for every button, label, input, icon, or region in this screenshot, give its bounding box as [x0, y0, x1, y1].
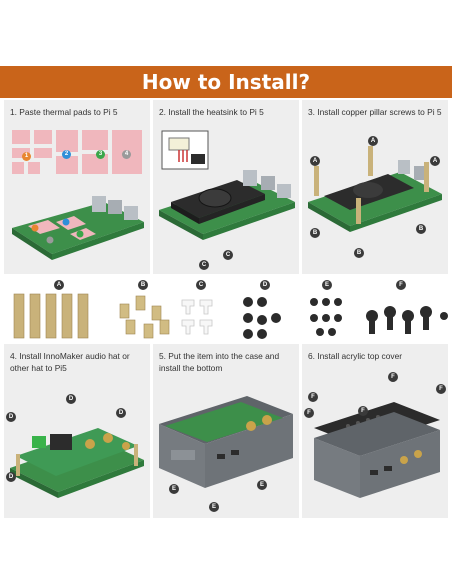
case-assembly-image: [159, 396, 293, 488]
callout-badge-d: D: [66, 394, 76, 404]
callout-badge-c: C: [223, 250, 233, 260]
pad-number-badge: 3: [96, 150, 105, 159]
callout-badge-a: A: [310, 156, 320, 166]
callout-badge-d: D: [116, 408, 126, 418]
step-6-panel: 6. Install acrylic top cover F F F F F: [302, 344, 448, 518]
callout-badge-e: E: [257, 480, 267, 490]
copper-pillars-on-board-image: [308, 146, 442, 232]
part-label-a: A: [54, 280, 64, 290]
acrylic-cover-image: [314, 402, 440, 498]
callout-badge-b: B: [416, 224, 426, 234]
pad-number-badge: 2: [62, 150, 71, 159]
thermal-pad: [12, 130, 30, 144]
step-1-label: 1. Paste thermal pads to Pi 5: [10, 107, 118, 117]
callout-badge-f: F: [358, 406, 368, 416]
thermal-pad: [56, 130, 78, 152]
part-label-e: E: [322, 280, 332, 290]
step-5-panel: 5. Put the item into the case and instal…: [153, 344, 299, 518]
step-1-panel: 1. Paste thermal pads to Pi 5 1 2 3 4: [4, 100, 150, 274]
thermal-pad: [12, 162, 24, 174]
page-title: How to Install?: [0, 66, 452, 98]
heatsink-on-board-image: [159, 170, 295, 240]
callout-badge-a: A: [368, 136, 378, 146]
step-2-panel: 2. Install the heatsink to Pi 5 C C: [153, 100, 299, 274]
fan-connector-inset-image: [161, 130, 209, 170]
callout-badge-f: F: [308, 392, 318, 402]
callout-badge-b: B: [354, 248, 364, 258]
part-label-b: B: [138, 280, 148, 290]
callout-badge-f: F: [388, 372, 398, 382]
thermal-pad: [34, 148, 52, 158]
part-label-f: F: [396, 280, 406, 290]
step-4-panel: 4. Install InnoMaker audio hat or other …: [4, 344, 150, 518]
step-6-label: 6. Install acrylic top cover: [308, 351, 403, 361]
parts-strip: A B C D E F: [4, 276, 448, 344]
part-label-c: C: [196, 280, 206, 290]
callout-badge-e: E: [169, 484, 179, 494]
step-4-label: 4. Install InnoMaker audio hat or other …: [10, 351, 130, 373]
step-3-label: 3. Install copper pillar screws to Pi 5: [308, 107, 442, 117]
callout-badge-b: B: [310, 228, 320, 238]
thermal-pad: [82, 154, 108, 174]
thermal-pad: [56, 156, 78, 174]
part-label-d: D: [260, 280, 270, 290]
callout-badge-a: A: [430, 156, 440, 166]
callout-badge-f: F: [436, 384, 446, 394]
thermal-pad: [28, 162, 40, 174]
thermal-pad: [34, 130, 52, 144]
callout-badge-d: D: [6, 472, 16, 482]
callout-badge-d: D: [6, 412, 16, 422]
callout-badge-e: E: [209, 502, 219, 512]
raspberry-pi-board-image: [12, 196, 144, 260]
step-2-label: 2. Install the heatsink to Pi 5: [159, 107, 264, 117]
callout-badge-c: C: [199, 260, 209, 270]
thermal-pad: [82, 130, 108, 150]
pad-number-badge: 4: [122, 150, 131, 159]
audio-hat-stack-image: [10, 428, 144, 498]
pad-number-badge: 1: [22, 152, 31, 161]
step-5-label: 5. Put the item into the case and instal…: [159, 351, 280, 373]
parts-hardware-image: [13, 293, 448, 339]
callout-badge-f: F: [304, 408, 314, 418]
thermal-pad: [12, 148, 30, 158]
step-3-panel: 3. Install copper pillar screws to Pi 5 …: [302, 100, 448, 274]
